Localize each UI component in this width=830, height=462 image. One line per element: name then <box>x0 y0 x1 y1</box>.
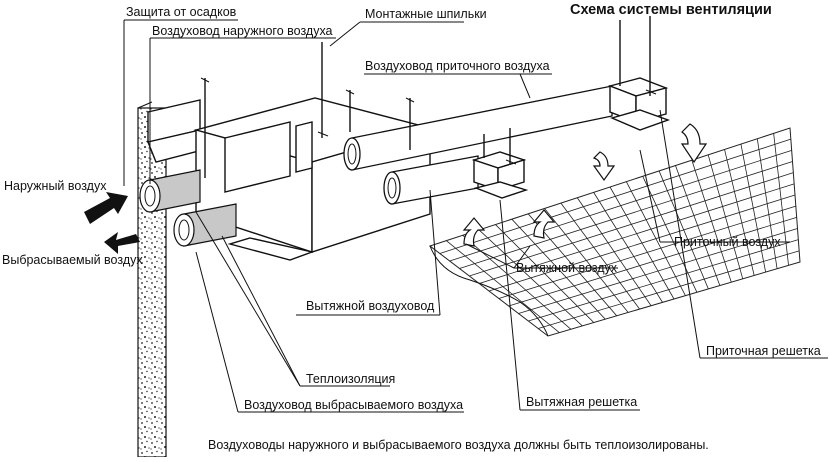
grid-line <box>439 138 791 254</box>
mounting-studs <box>200 16 657 178</box>
exhaust-duct <box>173 203 237 247</box>
labels: Схема системы вентиляции Защита от осадк… <box>2 2 821 452</box>
label-outdoor-air: Наружный воздух <box>4 179 107 193</box>
supply-duct-pipe <box>343 85 613 171</box>
grid-line <box>479 183 795 284</box>
label-extract-duct: Вытяжной воздуховод <box>306 299 435 313</box>
ceiling-grid <box>428 127 801 337</box>
grid-line <box>469 172 794 277</box>
grid-line <box>518 228 798 314</box>
exhaust-air-arrow <box>104 232 140 254</box>
grid-line <box>528 239 799 322</box>
leader-lines <box>123 19 828 413</box>
outdoor-air-arrow <box>84 192 128 224</box>
outdoor-duct <box>139 169 201 213</box>
label-outdoor-duct: Воздуховод наружного воздуха <box>152 24 333 38</box>
grid-line <box>508 216 797 307</box>
label-insulation: Теплоизоляция <box>306 372 395 386</box>
diagram-title: Схема системы вентиляции <box>570 2 772 18</box>
footnote: Воздуховоды наружного и выбрасываемого в… <box>208 438 709 452</box>
rain-guard <box>147 99 212 163</box>
supply-air-arrows <box>592 123 708 182</box>
label-rain-guard: Защита от осадков <box>126 5 237 19</box>
grid-line <box>449 149 792 262</box>
supply-grille-box <box>607 77 671 131</box>
label-supply-air: Приточный воздух <box>674 235 781 249</box>
label-supply-grille: Приточная решетка <box>706 344 821 358</box>
label-supply-duct: Воздуховод приточного воздуха <box>365 59 550 73</box>
grid-line <box>538 250 800 329</box>
label-exhaust-air: Выбрасываемый воздух <box>2 253 143 267</box>
label-exhaust-duct: Воздуховод выбрасываемого воздуха <box>244 398 463 412</box>
label-mounting-studs: Монтажные шпильки <box>365 7 487 21</box>
extract-grille-box <box>471 151 529 199</box>
grid-line <box>488 194 796 292</box>
grid-line <box>459 161 793 269</box>
grid-line <box>498 205 796 299</box>
label-extract-grille: Вытяжная решетка <box>526 395 637 409</box>
label-extract-air: Вытяжной воздух <box>516 261 618 275</box>
extract-air-arrows <box>462 209 556 247</box>
